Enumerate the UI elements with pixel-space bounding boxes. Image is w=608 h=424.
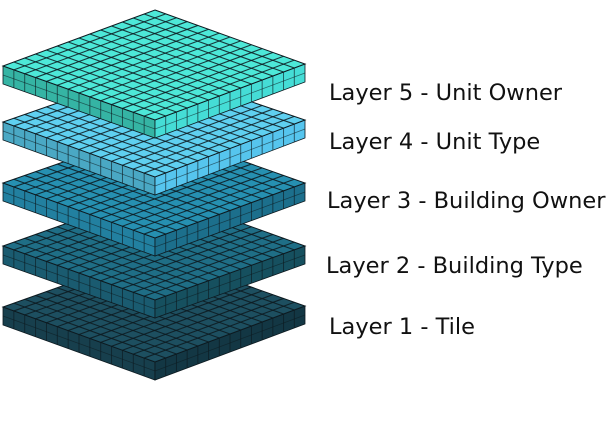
layer-1-label: Layer 1 - Tile bbox=[329, 314, 476, 340]
layer-5-label: Layer 5 - Unit Owner bbox=[329, 80, 563, 106]
layer-5-side-grid bbox=[2, 68, 306, 135]
layer-3-side-grid bbox=[2, 186, 306, 253]
layer-2-label: Layer 2 - Building Type bbox=[326, 253, 583, 279]
layer-2-side-grid bbox=[2, 249, 306, 315]
layer-5-top-grid bbox=[13, 13, 295, 117]
layer-4-side-grid bbox=[2, 124, 306, 192]
layer-1-side-grid bbox=[2, 310, 306, 377]
layer-4-label: Layer 4 - Unit Type bbox=[329, 129, 541, 155]
layer-5-slab bbox=[1, 9, 307, 139]
layer-3-label: Layer 3 - Building Owner bbox=[327, 188, 606, 214]
